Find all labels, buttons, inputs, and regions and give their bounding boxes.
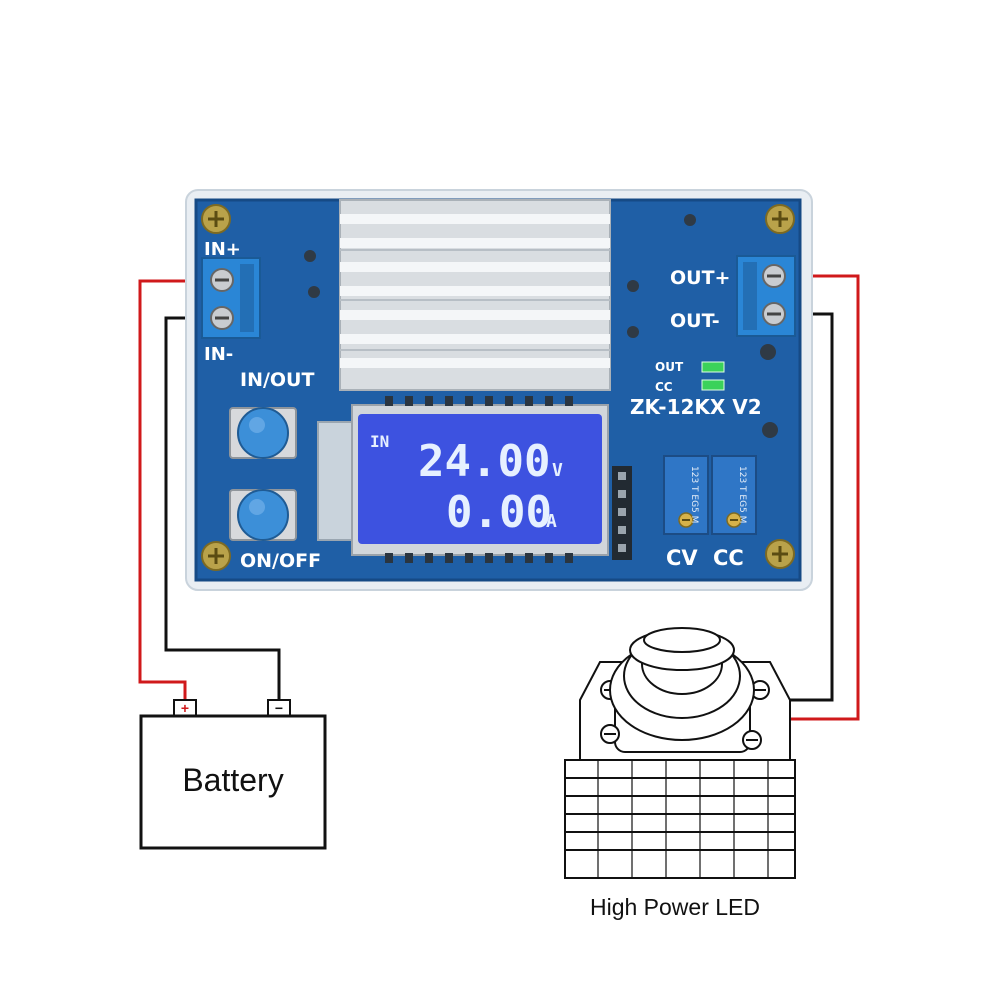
screw-icon (765, 539, 795, 569)
lcd-current: 0.00 (446, 487, 552, 538)
in-out-button[interactable] (229, 407, 297, 459)
mounting-screws (201, 204, 795, 571)
cv-pot-marking: 123 T EG5 M (689, 466, 699, 523)
screw-icon (201, 204, 231, 234)
screw-icon (765, 204, 795, 234)
lcd-voltage: 24.00 (418, 436, 550, 487)
battery-body (139, 714, 327, 850)
high-power-led (564, 627, 796, 879)
label-out-minus: OUT- (670, 310, 720, 332)
battery-plus-sign: + (181, 700, 189, 716)
label-out-plus: OUT+ (670, 267, 730, 289)
label-led-out: OUT (655, 360, 684, 374)
lcd-module: IN 24.00 V 0.00 A (317, 396, 609, 563)
cc-pot-marking: 123 T EG5 M (737, 466, 747, 523)
screw-icon (201, 541, 231, 571)
label-on-off-button: ON/OFF (240, 550, 321, 572)
on-off-button[interactable] (229, 489, 297, 541)
battery-label: Battery (182, 762, 283, 798)
label-in-out-button: IN/OUT (240, 369, 314, 391)
led-out-indicator (701, 361, 725, 373)
cc-potentiometer[interactable] (711, 455, 757, 535)
input-terminal-block[interactable] (201, 257, 261, 339)
label-led-cc: CC (655, 380, 673, 394)
label-in-minus: IN- (204, 344, 233, 365)
led-label: High Power LED (590, 894, 760, 920)
led-cc-indicator (701, 379, 725, 391)
label-pot-cv: CV (666, 546, 698, 570)
wire-in-negative (164, 316, 281, 700)
lcd-screen (358, 414, 602, 544)
battery-minus-sign: − (275, 700, 283, 716)
heatsink (339, 199, 611, 391)
lcd-voltage-unit: V (552, 460, 563, 481)
wire-out-positive (785, 274, 860, 721)
model-label: ZK-12KX V2 (630, 395, 762, 419)
lcd-current-unit: A (546, 511, 557, 532)
status-leds (701, 361, 725, 391)
output-terminal-block[interactable] (736, 255, 796, 337)
cv-potentiometer[interactable] (663, 455, 709, 535)
wire-in-positive (138, 279, 208, 700)
label-pot-cc: CC (713, 546, 744, 570)
lcd-mode: IN (370, 432, 389, 451)
header-pins (612, 466, 632, 560)
board-vias (304, 214, 778, 438)
label-in-plus: IN+ (204, 239, 241, 260)
battery: + − (139, 699, 327, 850)
